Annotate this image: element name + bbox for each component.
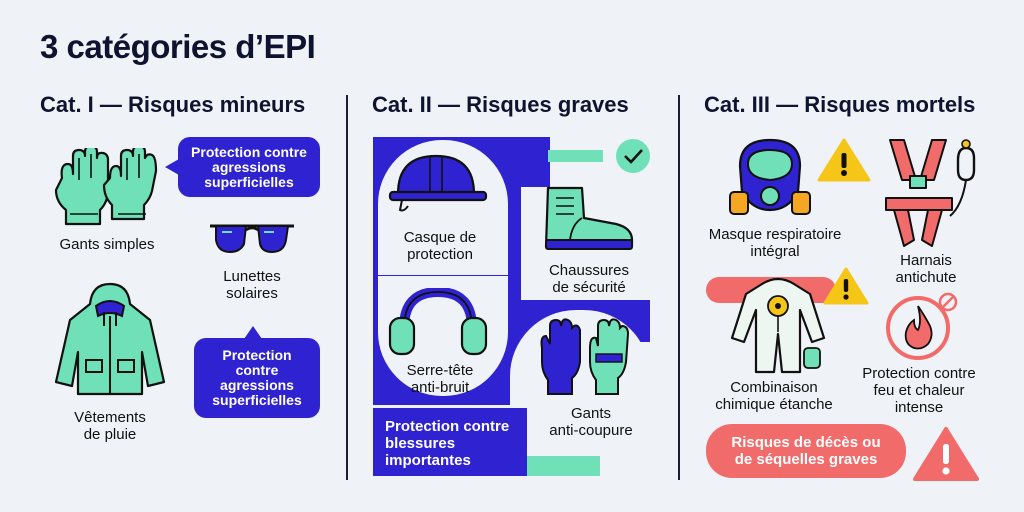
decor-block — [548, 150, 603, 162]
protection-bubble: Protection contre agressions superficiel… — [194, 326, 320, 418]
harness-label: Harnais antichute — [895, 252, 957, 286]
raincoat-icon — [50, 282, 170, 400]
cat3-heading: Cat. III — Risques mortels — [704, 92, 976, 117]
warning-icon — [912, 426, 980, 482]
earmuffs-label: Serre-tête anti-bruit — [406, 362, 474, 396]
harness-icon — [880, 136, 984, 248]
warning-icon — [816, 137, 872, 183]
hazmat-suit-icon — [728, 276, 828, 376]
fire-icon — [882, 292, 960, 362]
cut-gloves-label: Gants anti-coupure — [549, 405, 633, 439]
column-divider — [346, 95, 348, 480]
sunglasses-label: Lunettes solaires — [223, 268, 281, 302]
protection-bubble: Protection contre agressions superficiel… — [165, 137, 320, 197]
cut-resistant-gloves-icon — [536, 318, 636, 398]
check-icon — [614, 137, 652, 175]
protection-banner: Protection contre blessures importantes — [373, 408, 527, 476]
boots-label: Chaussures de sécurité — [548, 262, 630, 296]
column-divider — [678, 95, 680, 480]
fire-label: Protection contre feu et chaleur intense — [862, 365, 976, 416]
hard-hat-icon — [386, 150, 490, 216]
safety-boot-icon — [542, 184, 636, 254]
page-title: 3 catégories d’EPI — [40, 28, 316, 65]
helmet-label: Casque de protection — [403, 229, 477, 263]
gloves-icon — [52, 148, 162, 230]
cat2-heading: Cat. II — Risques graves — [372, 92, 629, 117]
mask-label: Masque respiratoire intégral — [708, 226, 842, 260]
gas-mask-icon — [728, 136, 812, 220]
earmuffs-icon — [386, 288, 490, 358]
cat1-heading: Cat. I — Risques mineurs — [40, 92, 306, 117]
warning-icon — [822, 266, 870, 306]
sunglasses-icon — [206, 218, 298, 258]
raincoat-label: Vêtements de pluie — [74, 409, 146, 443]
suit-label: Combinaison chimique étanche — [715, 379, 833, 413]
risk-pill: Risques de décès ou de séquelles graves — [706, 424, 906, 478]
decor-block — [520, 137, 550, 187]
gloves-label: Gants simples — [59, 236, 155, 253]
